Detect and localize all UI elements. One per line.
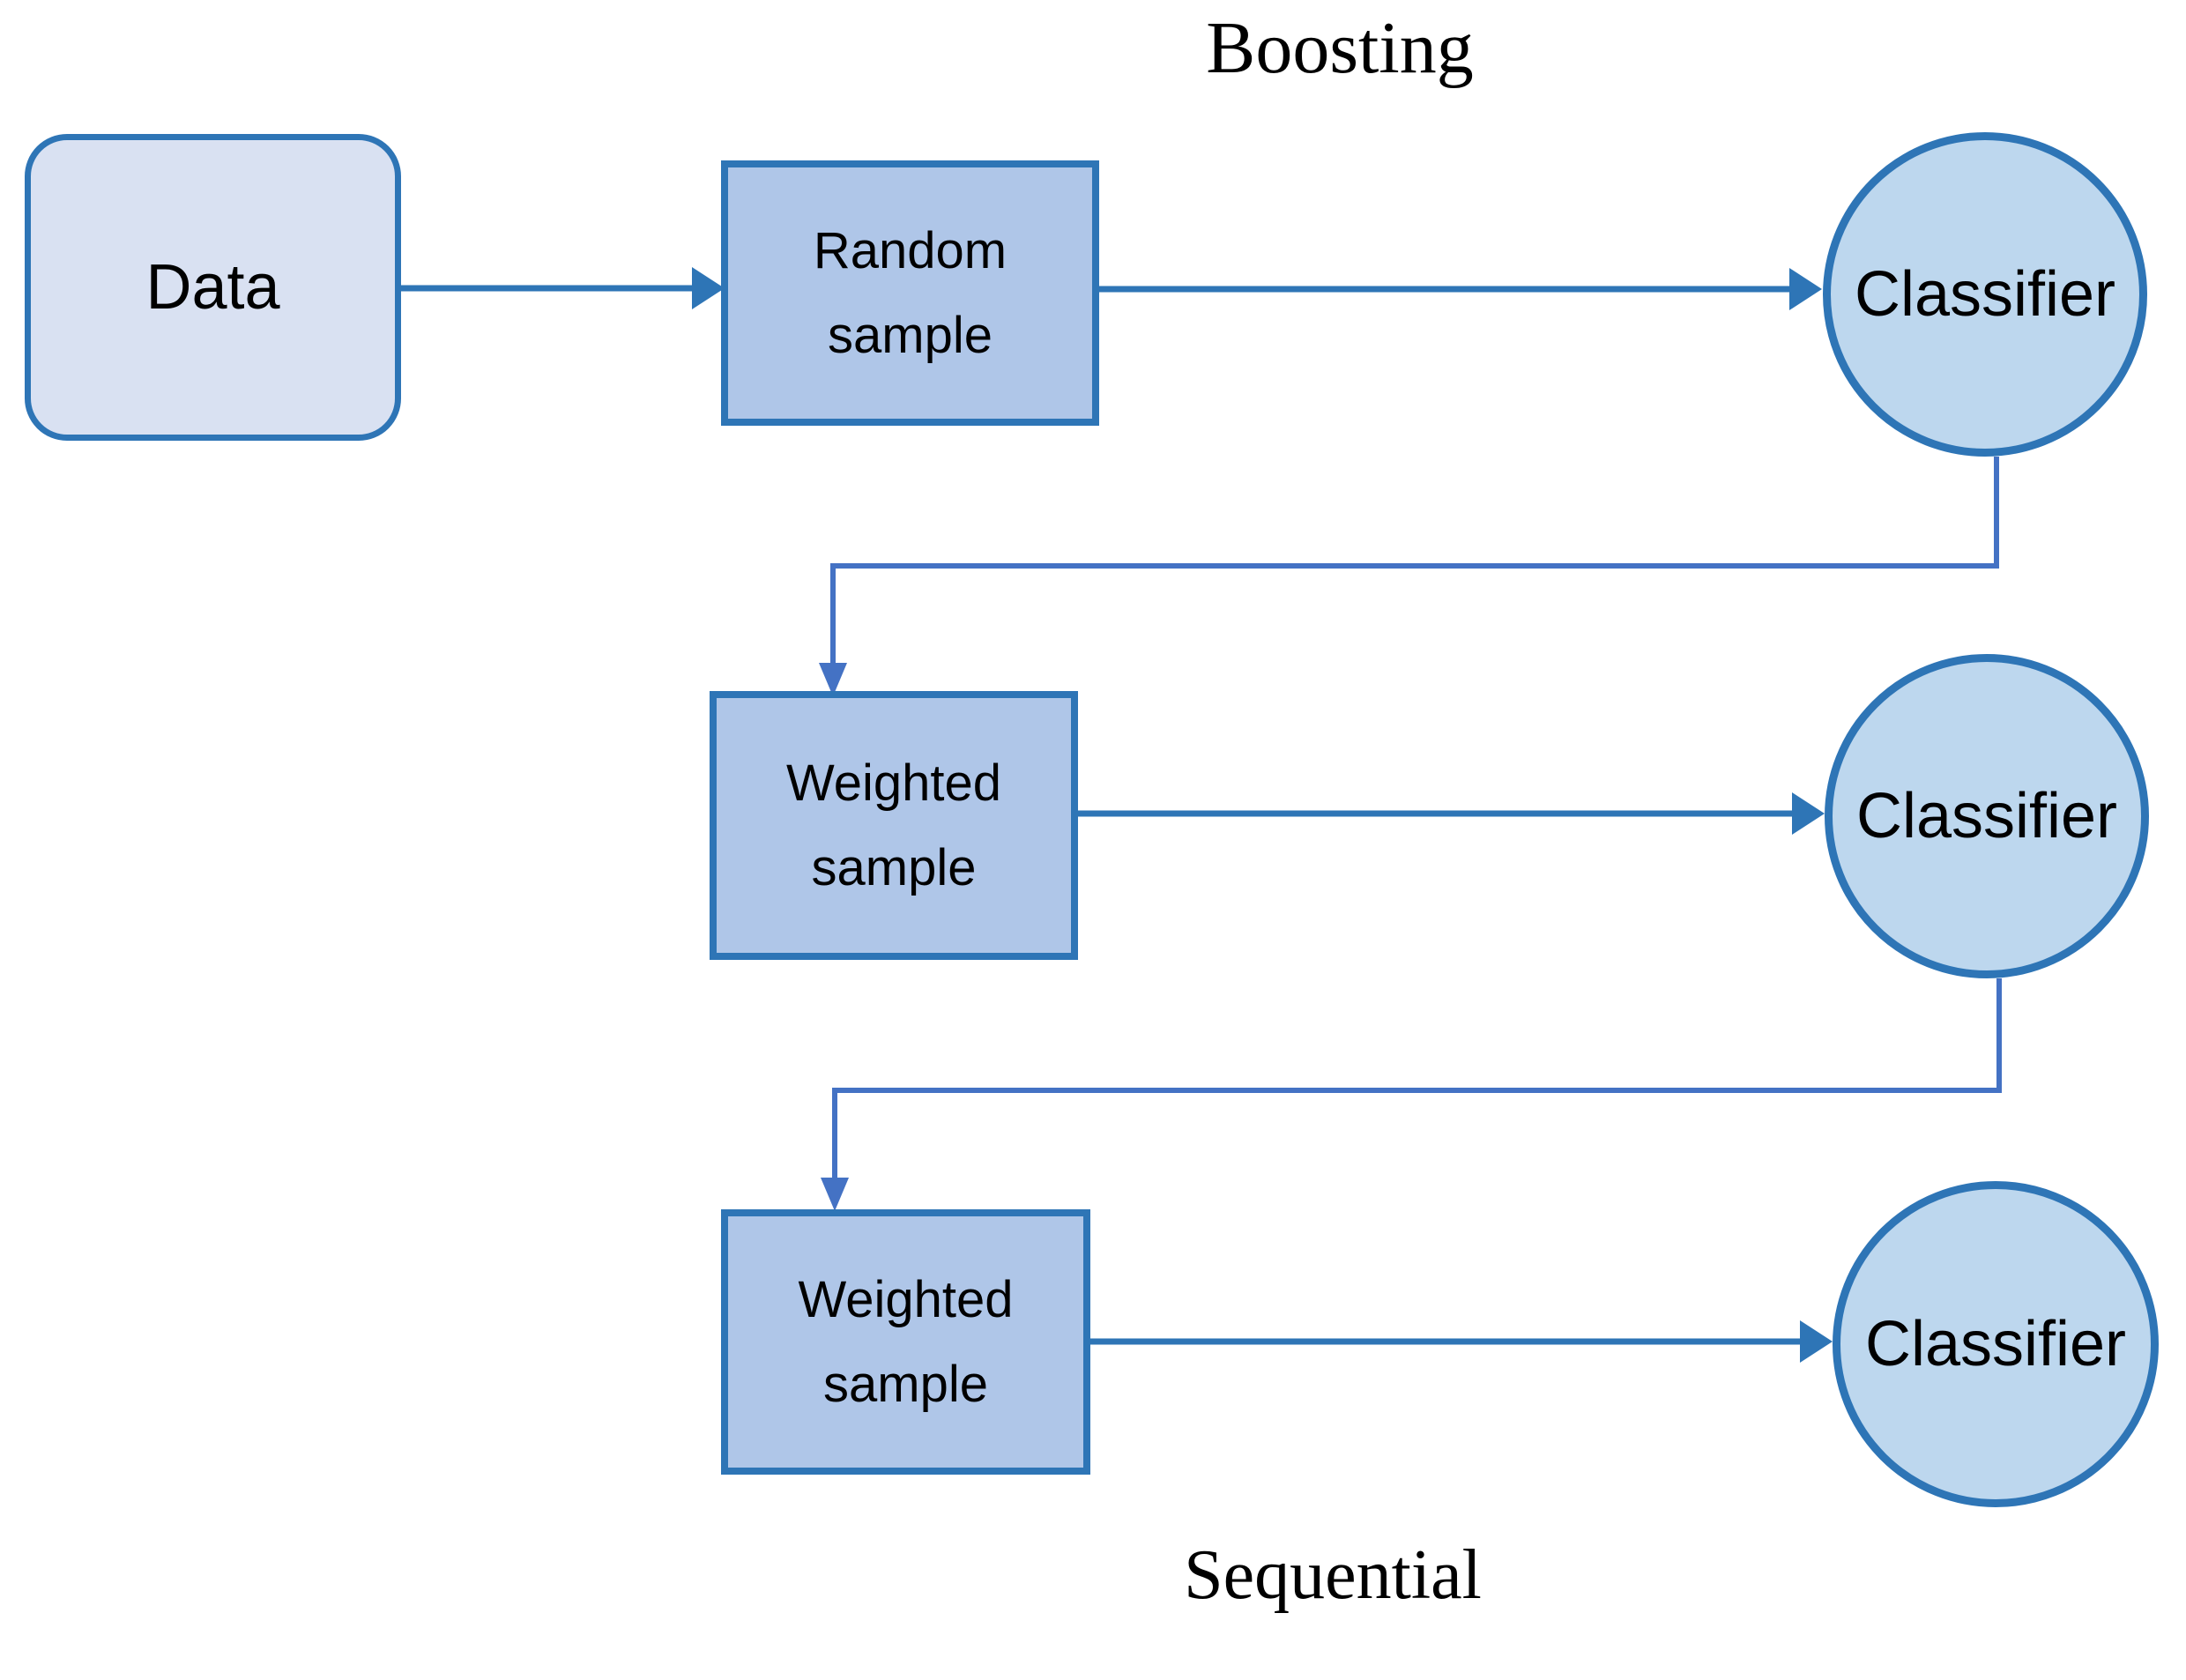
- node-data: Data: [25, 134, 401, 441]
- node-weighted-sample-2-label: Weighted sample: [798, 1270, 1014, 1413]
- node-classifier-2-label: Classifier: [1855, 781, 2118, 851]
- arrow-data-to-random-sample: [401, 267, 725, 309]
- arrowhead-down-icon: [819, 663, 847, 696]
- diagram-footer: Sequential: [1184, 1536, 1482, 1614]
- node-classifier-3: Classifier: [1833, 1181, 2159, 1507]
- arrow-weighted-sample-1-to-classifier-2: [1078, 792, 1825, 835]
- arrow-weighted-sample-2-to-classifier-3: [1090, 1320, 1833, 1363]
- node-weighted-sample-1: Weighted sample: [710, 691, 1078, 960]
- connector-classifier-1-to-weighted-sample-1: [819, 457, 1999, 696]
- node-classifier-2: Classifier: [1825, 654, 2149, 978]
- node-classifier-1-label: Classifier: [1854, 259, 2116, 330]
- arrowhead-right-icon: [1792, 792, 1825, 835]
- diagram-title: Boosting: [1206, 7, 1474, 89]
- arrowhead-right-icon: [692, 267, 725, 309]
- node-data-label: Data: [145, 252, 280, 323]
- node-random-sample: Random sample: [721, 160, 1099, 426]
- node-weighted-sample-1-label: Weighted sample: [786, 754, 1001, 896]
- node-weighted-sample-2: Weighted sample: [721, 1209, 1090, 1475]
- node-random-sample-label: Random sample: [813, 221, 1007, 364]
- node-classifier-1: Classifier: [1823, 132, 2147, 457]
- node-classifier-3-label: Classifier: [1864, 1309, 2127, 1379]
- arrowhead-down-icon: [821, 1178, 849, 1211]
- arrowhead-right-icon: [1800, 1320, 1833, 1363]
- connector-classifier-2-to-weighted-sample-2: [821, 978, 2002, 1211]
- arrowhead-right-icon: [1789, 268, 1822, 310]
- arrow-random-sample-to-classifier-1: [1099, 268, 1822, 310]
